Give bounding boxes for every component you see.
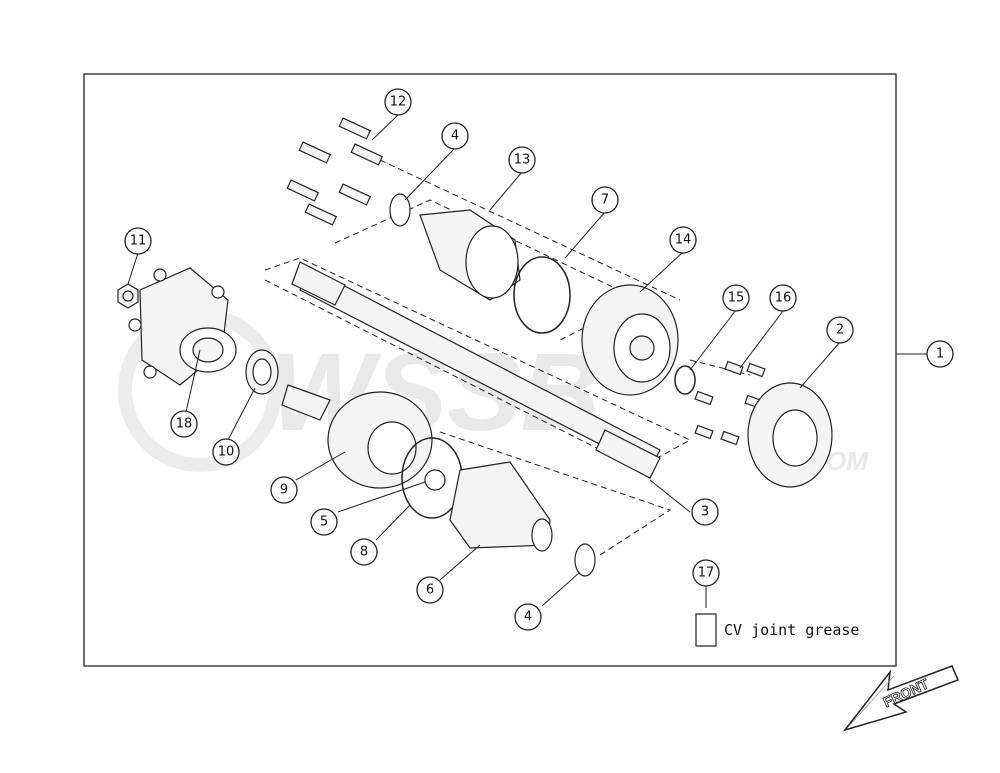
hub-flange — [128, 267, 237, 386]
callout-4-bottom-label: 4 — [524, 610, 532, 625]
grease-legend: CV joint grease — [695, 613, 859, 647]
outer-boot — [449, 461, 553, 552]
callout-16: 16 — [769, 284, 797, 312]
stop-ring — [424, 469, 446, 491]
front-arrow-icon: FRONT — [842, 665, 959, 732]
hub-seal — [245, 349, 279, 395]
callout-14: 14 — [669, 226, 697, 254]
grease-label: CV joint grease — [724, 621, 859, 639]
callout-6: 6 — [416, 576, 444, 604]
grease-swatch — [695, 613, 717, 647]
callout-15-label: 15 — [728, 291, 745, 306]
flange-bolts — [694, 360, 766, 446]
companion-flange — [747, 382, 833, 488]
callout-18: 18 — [170, 410, 198, 438]
hub-nut — [117, 283, 139, 309]
boot-clamp-outer — [574, 543, 596, 577]
callout-3-label: 3 — [701, 505, 709, 520]
leader-lines — [127, 114, 928, 608]
callout-16-label: 16 — [775, 291, 792, 306]
callout-14-label: 14 — [675, 233, 692, 248]
inner-cv-joint — [581, 284, 679, 396]
callout-18-label: 18 — [176, 417, 193, 432]
callout-8: 8 — [350, 538, 378, 566]
bolt-set — [286, 117, 384, 226]
callout-6-label: 6 — [426, 583, 434, 598]
callout-12-label: 12 — [390, 95, 407, 110]
callout-13-label: 13 — [514, 153, 531, 168]
callout-11: 11 — [124, 227, 152, 255]
callout-1-label: 1 — [936, 347, 944, 362]
circlip-inner — [513, 256, 571, 334]
callout-1: 1 — [926, 340, 954, 368]
callout-9-label: 9 — [280, 483, 288, 498]
callout-12: 12 — [384, 88, 412, 116]
callout-7: 7 — [591, 186, 619, 214]
callout-17: 17 — [692, 559, 720, 587]
callout-4-bottom: 4 — [514, 603, 542, 631]
callout-10-label: 10 — [218, 445, 235, 460]
callout-17-label: 17 — [698, 566, 715, 581]
callout-13: 13 — [508, 146, 536, 174]
callout-4-top-label: 4 — [451, 129, 459, 144]
callout-5-label: 5 — [320, 515, 328, 530]
callout-2: 2 — [826, 316, 854, 344]
callout-4-top: 4 — [441, 122, 469, 150]
boot-clamp-inner — [389, 193, 411, 227]
callout-9: 9 — [270, 476, 298, 504]
callout-11-label: 11 — [130, 234, 147, 249]
inner-boot — [419, 209, 521, 301]
callout-7-label: 7 — [601, 193, 609, 208]
axle-shaft — [291, 261, 661, 479]
callout-10: 10 — [212, 438, 240, 466]
callout-8-label: 8 — [360, 545, 368, 560]
callout-5: 5 — [310, 508, 338, 536]
callout-15: 15 — [722, 284, 750, 312]
callout-3: 3 — [691, 498, 719, 526]
assembly-frame — [83, 73, 897, 667]
snap-ring — [674, 365, 696, 395]
callout-2-label: 2 — [836, 323, 844, 338]
